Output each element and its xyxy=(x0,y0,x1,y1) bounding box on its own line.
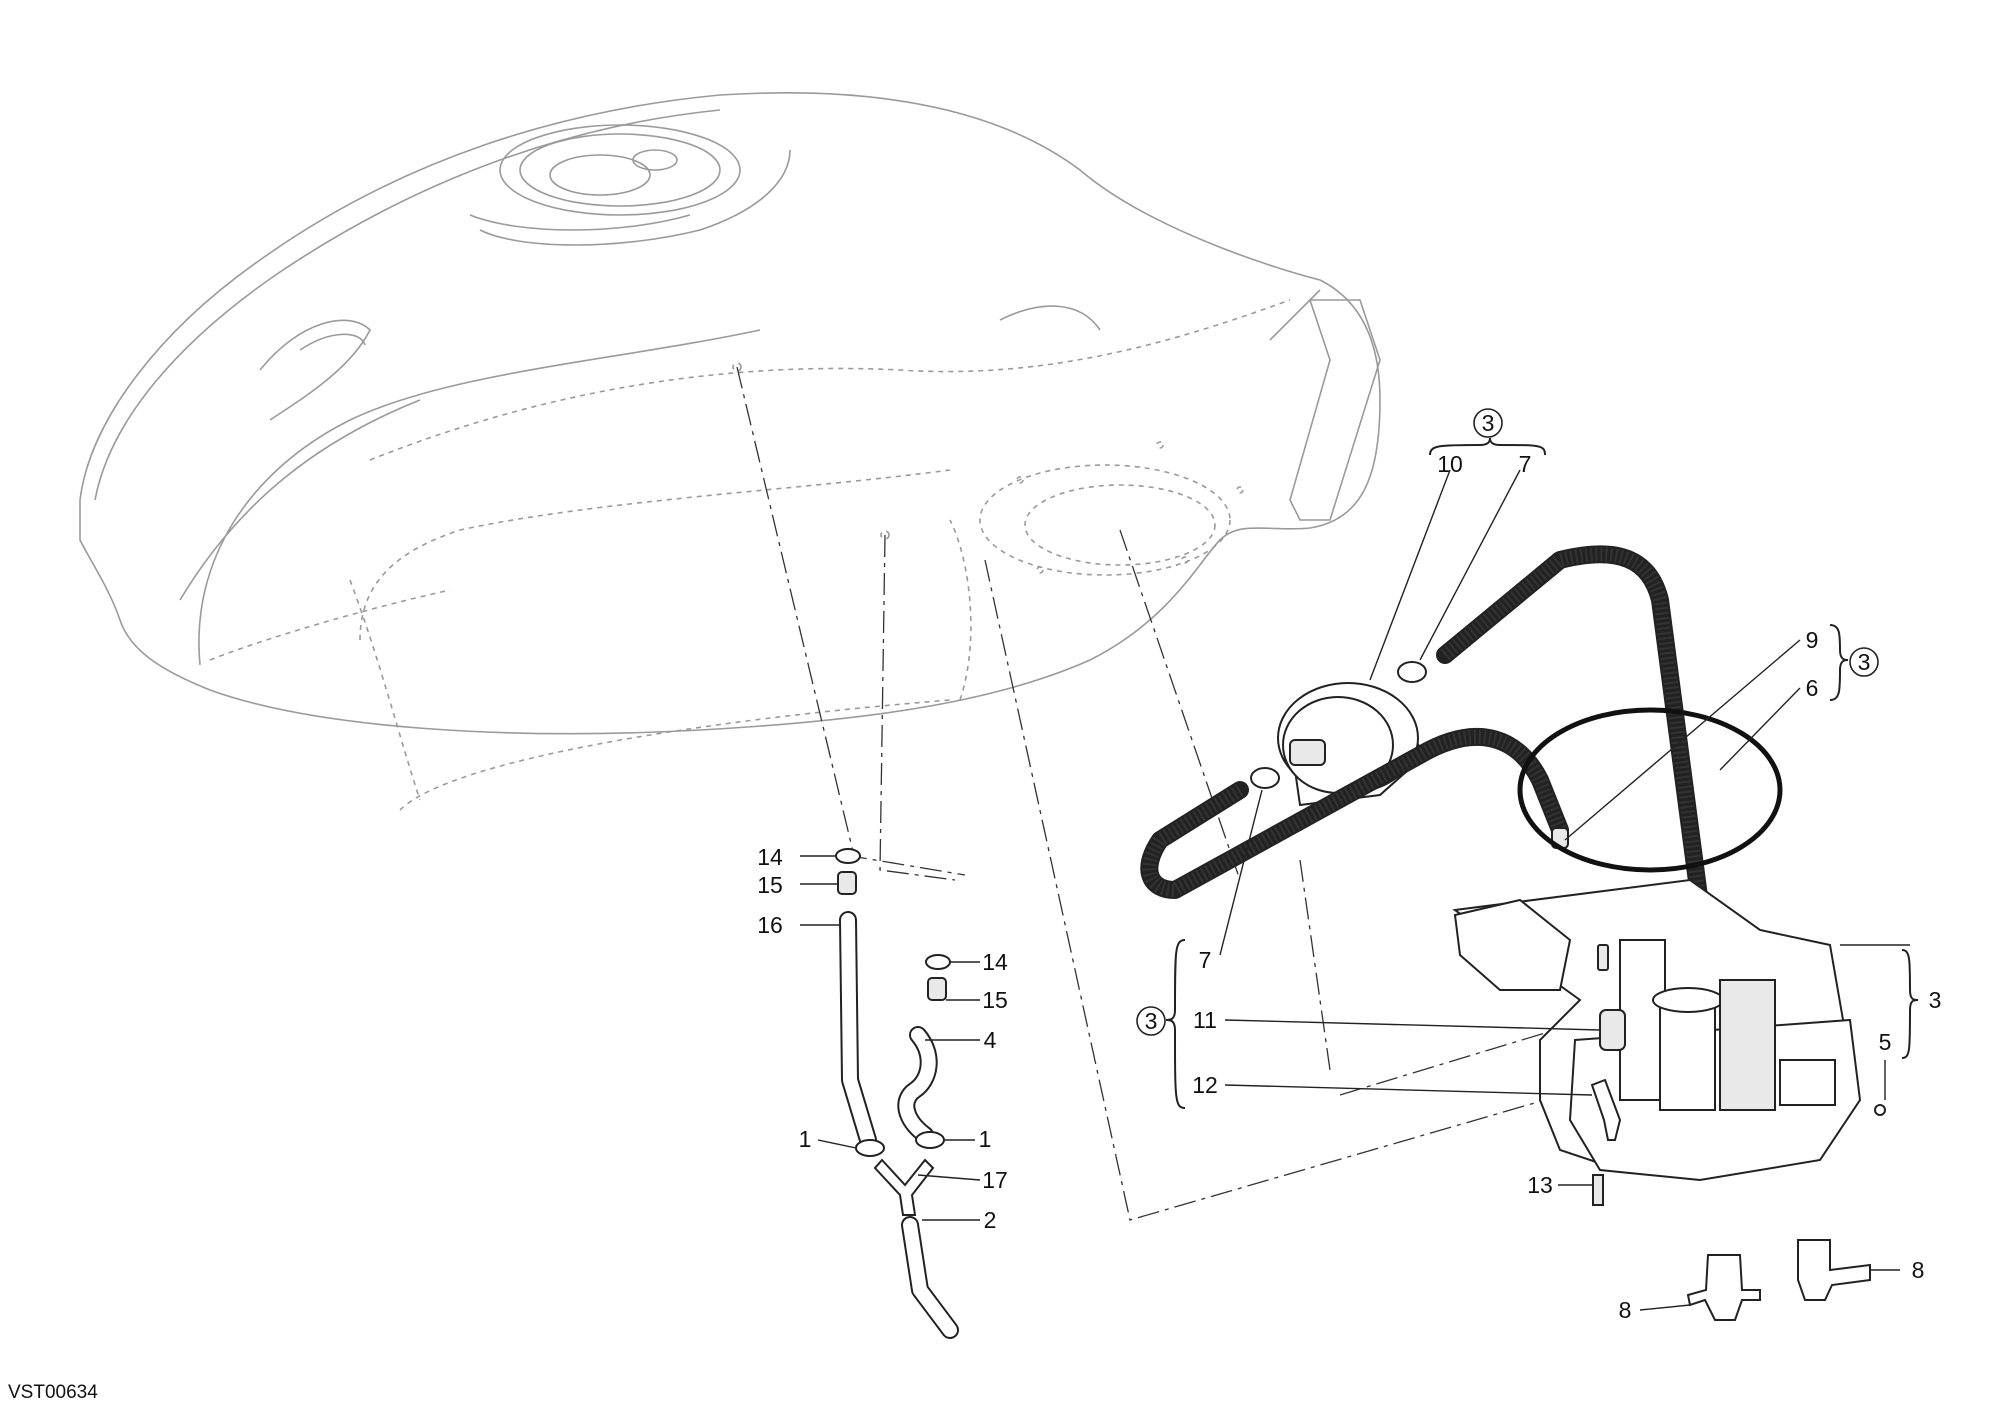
y-joint-17 xyxy=(873,1158,935,1216)
fuel-filter-assembly xyxy=(1140,545,1783,989)
o-ring-6 xyxy=(1517,707,1783,873)
assembly-lines xyxy=(736,366,1556,1221)
label-1-right: 1 xyxy=(979,1126,992,1152)
label-14-right: 14 xyxy=(982,949,1008,975)
label-5: 5 xyxy=(1879,1029,1892,1055)
label-ring-3-right: 3 xyxy=(1858,649,1871,675)
label-2: 2 xyxy=(984,1207,997,1233)
clamp-1-left xyxy=(855,1139,885,1157)
grommet-14-right xyxy=(925,954,951,970)
label-17: 17 xyxy=(982,1167,1008,1193)
label-16: 16 xyxy=(757,912,783,938)
drawing-code: VST00634 xyxy=(8,1382,98,1403)
label-13: 13 xyxy=(1527,1172,1553,1198)
label-ring-3-left: 3 xyxy=(1145,1008,1158,1034)
braces xyxy=(1165,437,1919,1109)
screw-11 xyxy=(1599,1009,1626,1051)
fuel-tank-outline xyxy=(79,92,1381,811)
label-7-left: 7 xyxy=(1199,947,1212,973)
label-8-left: 8 xyxy=(1619,1297,1632,1323)
label-6: 6 xyxy=(1806,675,1819,701)
part-labels: 3 10 7 9 6 3 14 15 16 14 15 4 1 1 17 2 7… xyxy=(757,410,1941,1323)
label-9: 9 xyxy=(1806,627,1819,653)
label-15-right: 15 xyxy=(982,987,1008,1013)
vent-hoses xyxy=(835,848,959,1339)
valve-15-right xyxy=(927,977,947,1001)
valve-15-left xyxy=(837,871,857,895)
fitting-8-left xyxy=(1686,1254,1761,1321)
clamp-7-top xyxy=(1397,661,1427,683)
reference-circles xyxy=(1136,408,1879,1036)
label-3-right: 3 xyxy=(1929,987,1942,1013)
o-ring-5 xyxy=(1874,1104,1886,1116)
label-14-left: 14 xyxy=(757,844,783,870)
screw-13 xyxy=(1592,1174,1604,1206)
wire-12 xyxy=(1590,1078,1622,1141)
label-8-right: 8 xyxy=(1912,1257,1925,1283)
label-10: 10 xyxy=(1437,451,1463,477)
clamp-7-left xyxy=(1250,767,1280,789)
label-4: 4 xyxy=(984,1027,997,1053)
fuel-pump-assembly xyxy=(1452,878,1886,1321)
label-7-top: 7 xyxy=(1519,451,1532,477)
grommet-14-left xyxy=(835,848,861,864)
label-15-left: 15 xyxy=(757,872,783,898)
fitting-8-right xyxy=(1797,1239,1871,1301)
leader-lines xyxy=(800,469,1910,1311)
label-1-left: 1 xyxy=(799,1126,812,1152)
clamp-1-right xyxy=(915,1131,945,1149)
label-12: 12 xyxy=(1192,1072,1218,1098)
label-ring-3-top: 3 xyxy=(1482,410,1495,436)
label-11: 11 xyxy=(1193,1007,1217,1033)
